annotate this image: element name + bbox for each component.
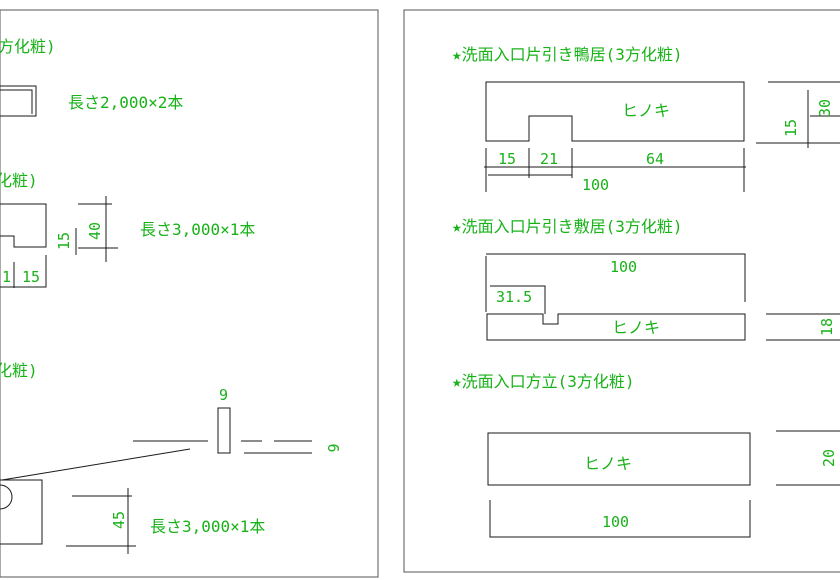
kamoi-side-dim-lines	[756, 81, 840, 148]
right-panel-frame	[403, 9, 840, 573]
kamoi-dim-64: 64	[646, 150, 664, 168]
left-dim-45: 45	[110, 511, 128, 529]
left-leader-line	[1, 448, 191, 481]
shikii-profile	[486, 313, 746, 341]
kamoi-material: ヒノキ	[622, 101, 670, 120]
kamoi-heading: ★洗面入口片引き鴨居(3方化粧)	[452, 45, 683, 64]
houdate-profile	[487, 432, 751, 486]
kamoi-dim-21: 21	[540, 150, 558, 168]
left-length-2: 長さ3,000×1本	[140, 220, 255, 239]
houdate-side-dim-lines	[776, 430, 840, 486]
left-section-2-bottom-dim	[0, 255, 47, 288]
left-heading-2: 化粧)	[0, 171, 38, 190]
left-section-3-dim-lines	[66, 488, 136, 554]
shikii-dim-18: 18	[818, 318, 836, 336]
kamoi-profile	[485, 81, 745, 142]
left-section-2-dim-lines	[75, 196, 118, 262]
left-length-1: 長さ2,000×2本	[68, 93, 183, 112]
left-detail-circle	[0, 484, 13, 510]
kamoi-dim-15: 15	[498, 150, 516, 168]
left-panel-frame	[0, 9, 379, 578]
left-dim-bottom-15: 15	[22, 268, 40, 286]
left-dim-9: 9	[219, 386, 228, 404]
left-detail-profile	[133, 407, 312, 454]
left-heading-1: 方化粧)	[0, 37, 56, 56]
shikii-material: ヒノキ	[612, 318, 660, 337]
kamoi-dim-30: 30	[816, 99, 834, 117]
shikii-side-dim-lines	[766, 313, 840, 341]
left-dim-bottom-1: 1	[2, 268, 11, 286]
left-dim-15-vertical: 15	[55, 232, 73, 250]
kamoi-dim-15-side: 15	[782, 119, 800, 137]
shikii-offset-line	[490, 285, 546, 314]
left-section-1-profile	[0, 85, 37, 117]
left-dim-6: 6	[324, 443, 342, 452]
shikii-dim-lines	[485, 253, 746, 312]
left-section-2-profile	[0, 203, 47, 248]
left-dim-40: 40	[86, 222, 104, 240]
left-heading-3: 化粧)	[0, 361, 38, 380]
houdate-heading: ★洗面入口方立(3方化粧)	[452, 372, 635, 391]
left-section-3-profile	[0, 479, 43, 545]
kamoi-dim-lines	[484, 148, 746, 192]
houdate-dim-lines	[489, 500, 751, 538]
houdate-dim-side: 20	[820, 449, 838, 467]
kamoi-dim-100: 100	[582, 176, 609, 194]
shikii-dim-100: 100	[610, 258, 637, 276]
left-length-3: 長さ3,000×1本	[150, 517, 265, 536]
houdate-dim-100: 100	[602, 513, 629, 531]
shikii-dim-31-5: 31.5	[496, 288, 532, 306]
shikii-heading: ★洗面入口片引き敷居(3方化粧)	[452, 217, 683, 236]
houdate-material: ヒノキ	[584, 454, 632, 473]
